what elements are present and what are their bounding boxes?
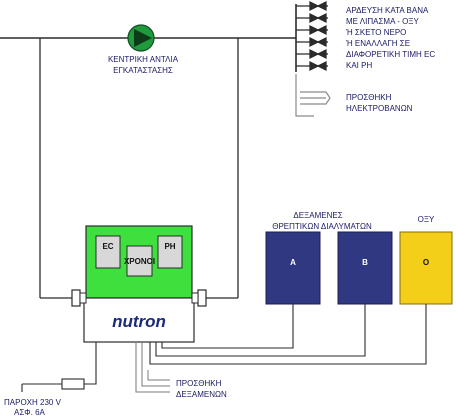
tanks-header-1: ΔΕΞΑΜΕΝΕΣ: [293, 211, 342, 220]
add-tanks-label-2: ΔΕΞΑΜΕΝΩΝ: [176, 390, 227, 399]
acid-tank-label: O: [423, 258, 429, 267]
solenoid-valve-icon: [296, 60, 328, 72]
tank-a: [265, 231, 321, 305]
timers-meter: [126, 245, 153, 277]
controller-brand: nutron: [112, 312, 166, 331]
solenoid-valve-icon: [296, 24, 328, 36]
tank-supply-lines: [149, 304, 427, 365]
add-valves-arrow-icon: [295, 74, 331, 117]
solenoid-valve-icon: [296, 12, 328, 24]
solenoid-valve-icon: [296, 48, 328, 60]
pump-label-2: ΕΓΚΑΤΑΣΤΑΣΗΣ: [113, 66, 173, 75]
ec-meter: [95, 235, 121, 269]
valve-outlets: [296, 0, 328, 72]
tanks-header-2: ΘΡΕΠΤΙΚΩΝ ΔΙΑΛΥΜΑΤΩΝ: [272, 222, 372, 231]
tank-b-label: B: [362, 258, 368, 267]
add-valves-label-2: ΗΛΕΚΤΡΟΒΑΝΩΝ: [346, 104, 413, 113]
ec-label: EC: [102, 242, 113, 251]
irrigation-note-2: ΜΕ ΛΙΠΑΣΜΑ - ΟΞΥ: [346, 17, 419, 26]
inlet-coupling: [71, 289, 81, 307]
power-line: [21, 342, 97, 392]
add-tanks-label-1: ΠΡΟΣΘΗΚΗ: [176, 379, 222, 388]
power-label-1: ΠΑΡΟΧΗ 230 V: [4, 398, 62, 407]
fuse-icon: [61, 378, 85, 390]
irrigation-note-5: ΔΙΑΦΟΡΕΤΙΚΗ ΤΙΜΗ EC: [346, 50, 435, 59]
pump-icon: [127, 24, 155, 52]
irrigation-note-6: ΚΑΙ PH: [346, 61, 372, 70]
solenoid-valve-icon: [296, 0, 328, 12]
add-valves-label-1: ΠΡΟΣΘΗΚΗ: [346, 93, 392, 102]
outlet-coupling-neck: [191, 292, 199, 304]
add-tanks-arrow-icon: [135, 342, 170, 393]
tank-b: [337, 231, 393, 305]
outlet-coupling: [197, 289, 207, 307]
ph-meter: [157, 235, 183, 269]
irrigation-note-3: Ή ΣΚΕΤΟ ΝΕΡΟ: [345, 28, 406, 37]
power-label-2: ΑΣΦ. 6A: [14, 408, 46, 417]
timers-label: ΧΡΟΝΟΙ: [124, 257, 155, 266]
irrigation-note-1: ΑΡΔΕΥΣΗ ΚΑΤΑ ΒΑΝΑ: [346, 6, 429, 15]
irrigation-note-4: Ή ΕΝΑΛΛΑΓΗ ΣΕ: [345, 39, 410, 48]
inlet-coupling-neck: [79, 292, 87, 304]
pump-label-1: ΚΕΝΤΡΙΚΗ ΑΝΤΛΙΑ: [108, 55, 179, 64]
acid-tank: [399, 231, 453, 305]
tank-a-label: A: [290, 258, 296, 267]
acid-header: ΟΞΥ: [418, 215, 435, 224]
ph-label: PH: [164, 242, 175, 251]
solenoid-valve-icon: [296, 36, 328, 48]
controller-body: [83, 297, 195, 343]
